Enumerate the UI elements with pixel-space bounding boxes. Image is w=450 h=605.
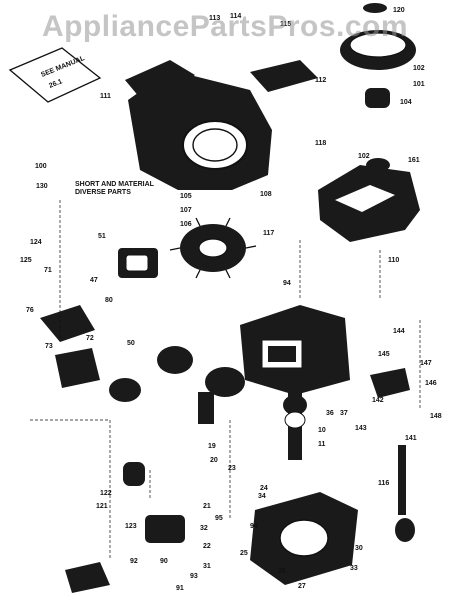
callout-32: 32	[200, 525, 208, 532]
callout-80: 80	[105, 297, 113, 304]
crankshaft	[283, 390, 307, 460]
callout-121: 121	[96, 503, 108, 510]
callout-148: 148	[430, 413, 442, 420]
engine-base	[250, 492, 358, 585]
callout-76: 76	[26, 307, 34, 314]
callout-105: 105	[180, 193, 192, 200]
callout-110: 110	[388, 257, 399, 264]
callout-145: 145	[378, 351, 390, 358]
callout-130: 130	[36, 183, 48, 190]
cylinder-block	[240, 305, 350, 395]
callout-20: 20	[210, 457, 218, 464]
callout-113: 113	[209, 15, 220, 22]
callout-22: 22	[203, 543, 211, 550]
callout-125: 125	[20, 257, 32, 264]
flywheel	[169, 217, 257, 279]
callout-114: 114	[230, 13, 241, 20]
callout-123: 123	[125, 523, 137, 530]
callout-143: 143	[355, 425, 367, 432]
callout-111: 111	[100, 93, 111, 100]
callout-115: 115	[280, 21, 291, 28]
callout-11: 11	[318, 441, 326, 448]
callout-117: 117	[263, 230, 274, 237]
callout-47: 47	[90, 277, 98, 284]
callout-27: 27	[298, 583, 306, 590]
callout-33: 33	[350, 565, 358, 572]
muffler	[65, 462, 185, 593]
callout-23: 23	[228, 465, 236, 472]
piston-assembly	[157, 346, 245, 424]
callout-51: 51	[98, 233, 106, 240]
callout-71: 71	[44, 267, 52, 274]
callout-19: 19	[208, 443, 216, 450]
callout-36: 36	[326, 410, 334, 417]
carburetor	[40, 248, 158, 402]
callout-24: 24	[260, 485, 268, 492]
callout-120: 120	[393, 7, 405, 14]
engine-label-line-2: DIVERSE PARTS	[75, 189, 131, 196]
callout-146: 146	[425, 380, 437, 387]
callout-numbers: 113 114 115 120 102 101 104 111 112 100 …	[20, 7, 442, 592]
callout-124: 124	[30, 239, 42, 246]
callout-91: 91	[176, 585, 184, 592]
fuel-tank	[318, 158, 420, 242]
callout-21: 21	[203, 503, 211, 510]
callout-107: 107	[180, 207, 192, 214]
callout-93: 93	[190, 573, 198, 580]
callout-31: 31	[203, 563, 211, 570]
rewind-starter	[340, 3, 416, 108]
callout-102: 102	[413, 65, 425, 72]
callout-161: 161	[408, 157, 420, 164]
callout-104: 104	[400, 99, 412, 106]
callout-141: 141	[405, 435, 417, 442]
callout-25: 25	[240, 550, 248, 557]
callout-37: 37	[340, 410, 348, 417]
callout-95: 95	[215, 515, 223, 522]
callout-112: 112	[315, 77, 326, 84]
callout-142: 142	[372, 397, 384, 404]
callout-90: 90	[160, 558, 168, 565]
callout-73: 73	[45, 343, 53, 350]
callout-34: 34	[258, 493, 266, 500]
owners-manual: SEE MANUAL 26.1	[8, 47, 102, 103]
callout-144: 144	[393, 328, 405, 335]
manual-label-line-2: 26.1	[48, 78, 63, 90]
callout-108: 108	[260, 191, 272, 198]
governor-linkage	[370, 368, 415, 542]
engine-info-label: SHORT AND MATERIAL DIVERSE PARTS	[75, 181, 155, 196]
callout-106: 106	[180, 221, 192, 228]
callout-94b: 94	[250, 523, 258, 530]
callout-101: 101	[413, 81, 425, 88]
callout-72: 72	[86, 335, 94, 342]
callout-147: 147	[420, 360, 432, 367]
callout-116: 116	[378, 480, 389, 487]
callout-94: 94	[283, 280, 291, 287]
callout-122: 122	[100, 490, 112, 497]
callout-26: 26	[278, 568, 286, 575]
engine-label-line-1: SHORT AND MATERIAL	[75, 181, 155, 188]
callout-50: 50	[127, 340, 135, 347]
assembly-guide-lines	[30, 200, 421, 560]
callout-102b: 102	[358, 153, 370, 160]
callout-118: 118	[315, 140, 326, 147]
callout-30: 30	[355, 545, 363, 552]
callout-10: 10	[318, 427, 326, 434]
blower-housing	[125, 60, 318, 190]
callout-100: 100	[35, 163, 47, 170]
callout-92: 92	[130, 558, 138, 565]
